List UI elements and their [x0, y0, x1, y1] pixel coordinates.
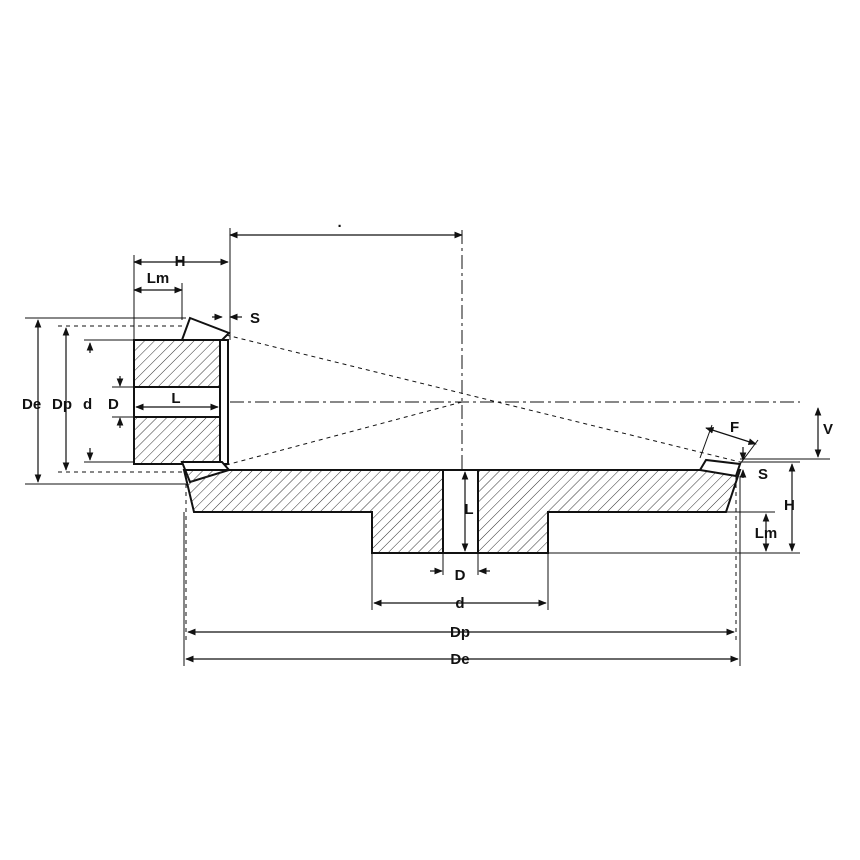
label-s-pinion: S	[250, 310, 260, 327]
label-top-dim: ·	[338, 218, 343, 235]
label-bore-d-gear: D	[455, 567, 466, 584]
ring-gear	[182, 458, 742, 554]
label-h-pinion: H	[175, 253, 186, 270]
label-lm-gear: Lm	[755, 525, 778, 542]
label-s-gear: S	[758, 466, 768, 483]
pinion-hub-lower	[133, 416, 221, 465]
center-lines	[225, 230, 800, 470]
label-de-left: De	[22, 396, 41, 413]
label-d-left: d	[83, 396, 92, 413]
gear-body-right	[477, 469, 742, 554]
label-d-gear: d	[455, 595, 464, 612]
gear-body-left	[182, 469, 444, 554]
pinion-hub-upper	[133, 339, 221, 388]
pinion-face	[219, 339, 229, 465]
dimensions	[25, 228, 830, 666]
label-dp-gear: Dp	[450, 624, 470, 641]
gear-bore	[442, 469, 479, 554]
dimension-labels: · H Lm S De Dp d D L F V S H Lm L D d Dp…	[22, 218, 833, 668]
label-lm-pinion: Lm	[147, 270, 170, 287]
label-bore-d-left: D	[108, 396, 119, 413]
pinion-gear	[133, 316, 231, 484]
label-f: F	[730, 419, 739, 436]
label-h-gear: H	[784, 497, 795, 514]
pinion-tooth-upper	[180, 316, 231, 341]
label-l-pinion: L	[171, 390, 180, 407]
label-de-gear: De	[450, 651, 469, 668]
label-l-gear: L	[464, 501, 473, 518]
label-dp-left: Dp	[52, 396, 72, 413]
label-v: V	[823, 421, 833, 438]
